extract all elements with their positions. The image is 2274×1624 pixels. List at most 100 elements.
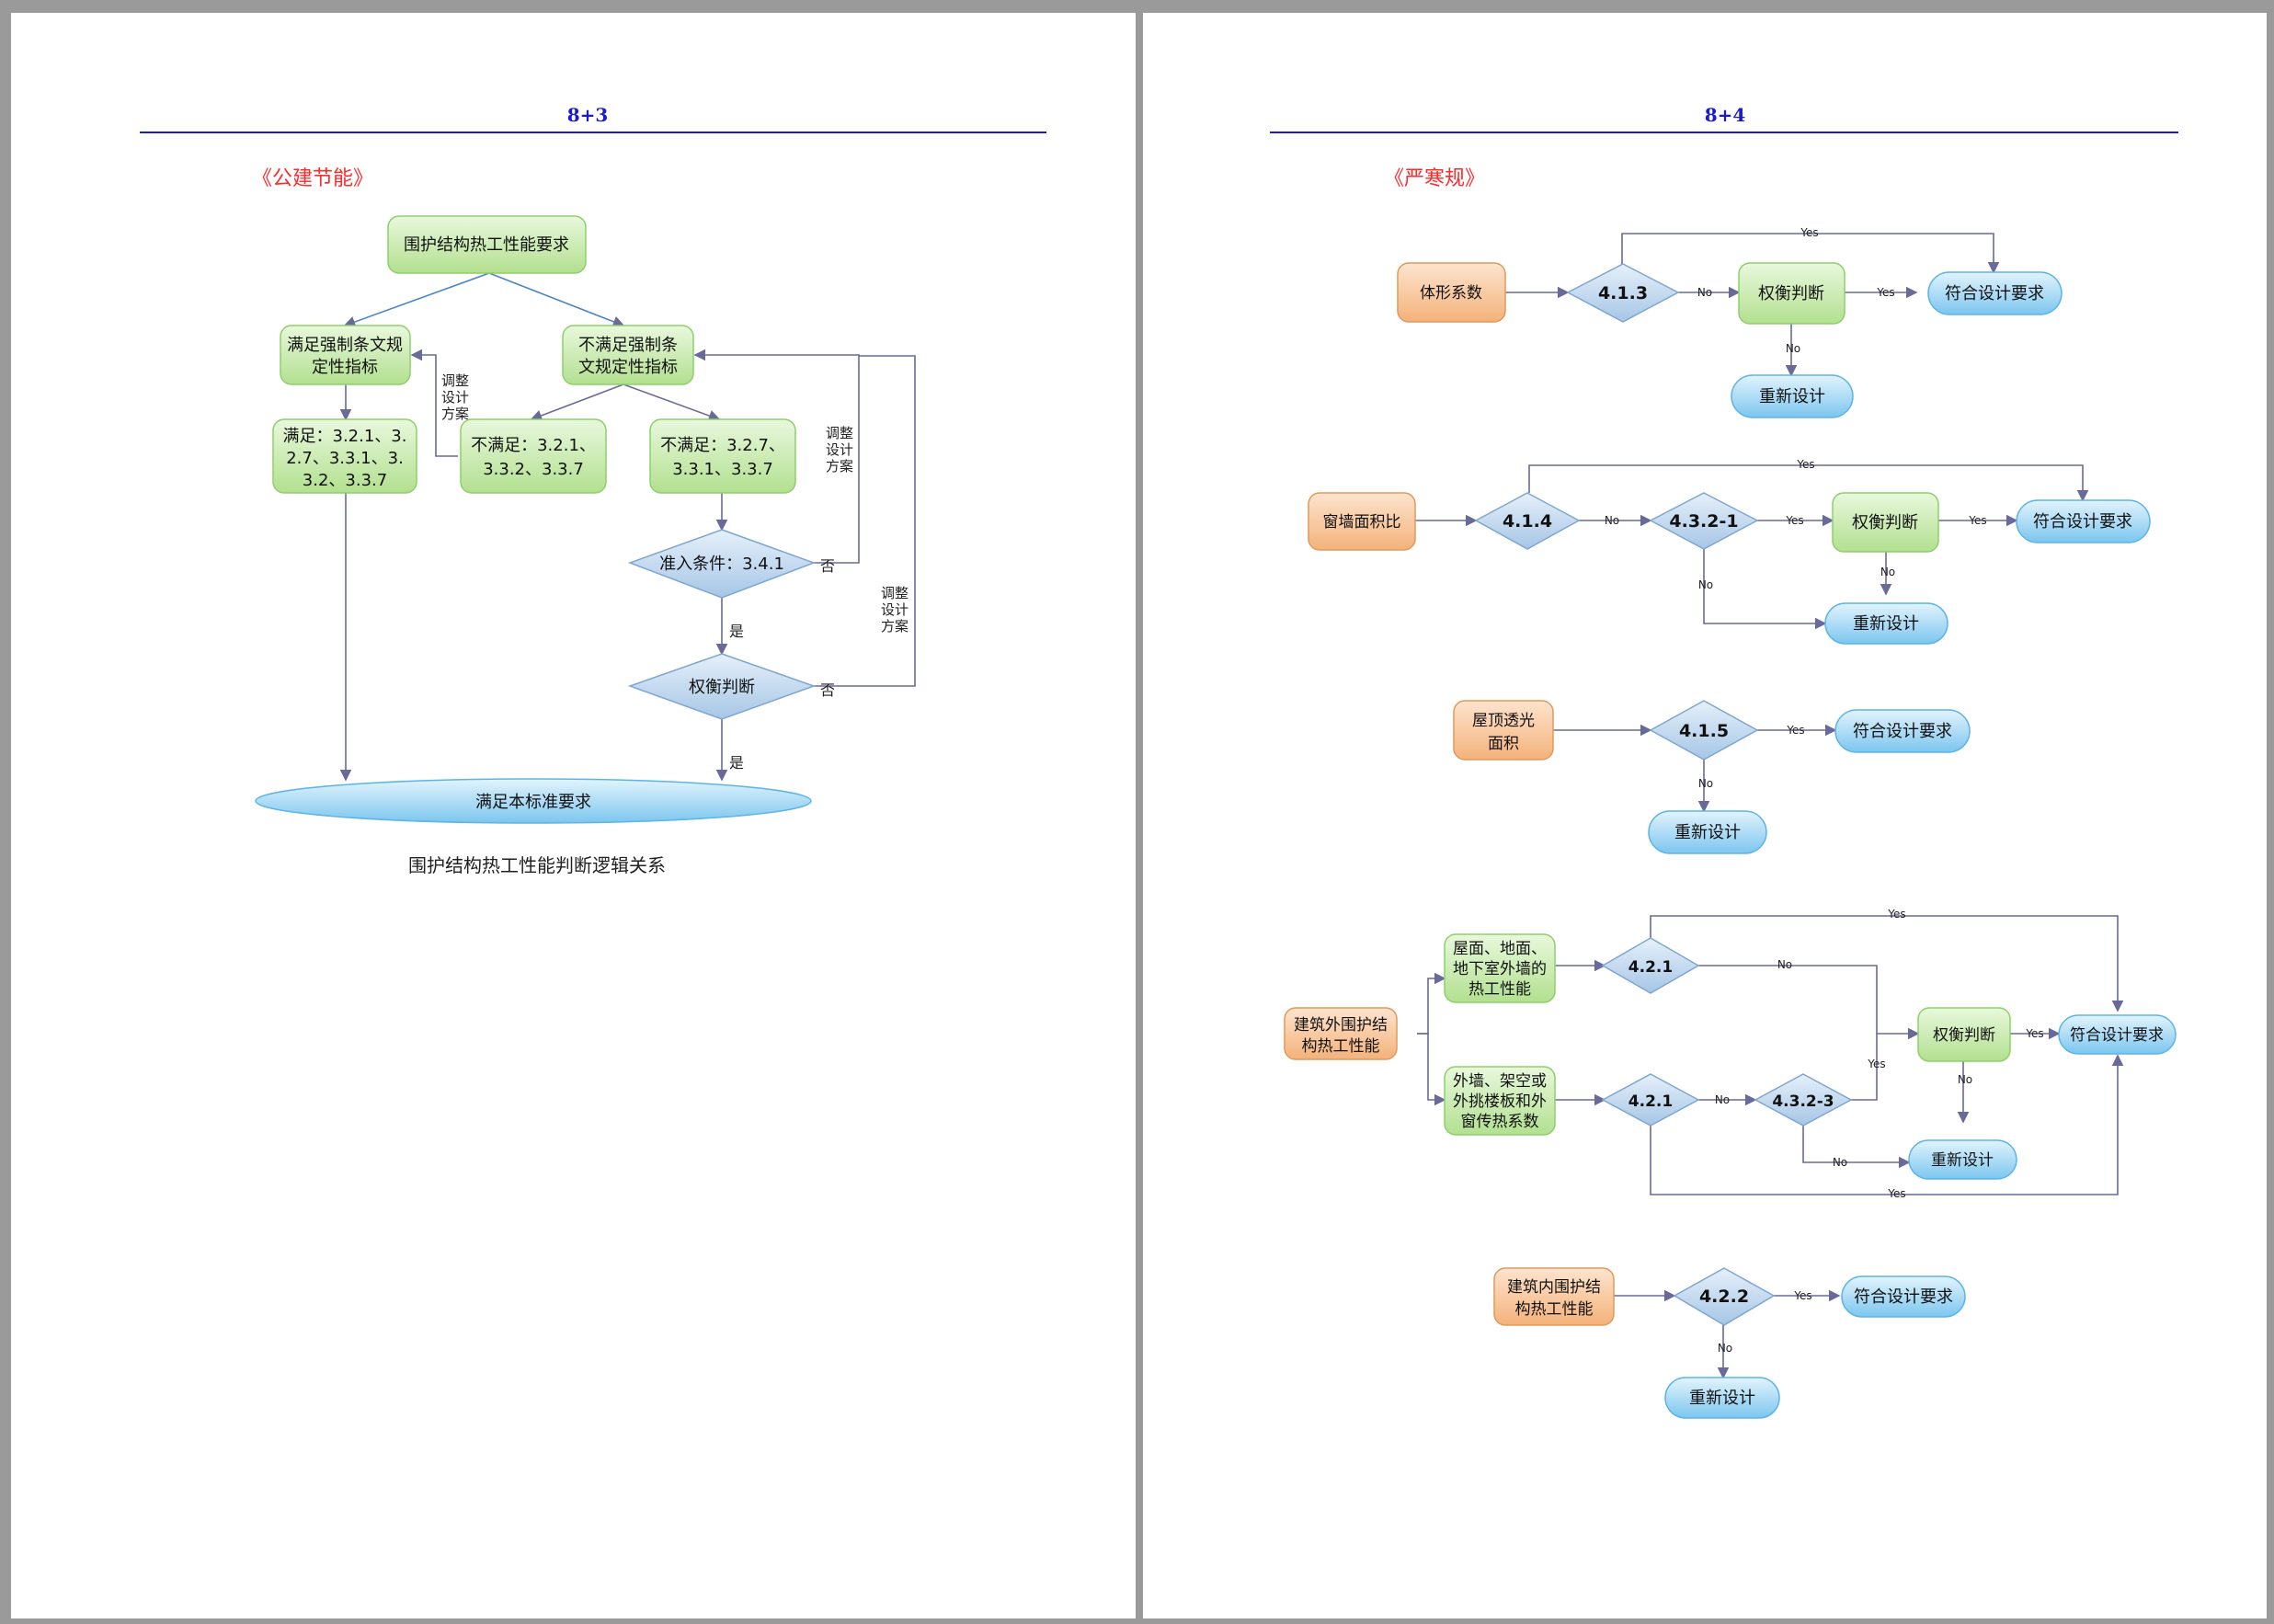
svg-text:4.3.2-1: 4.3.2-1 — [1669, 511, 1738, 532]
svg-text:满足强制条文规: 满足强制条文规 — [287, 336, 403, 355]
yes-label: Yes — [1867, 1058, 1885, 1070]
start-node — [1453, 700, 1554, 761]
category-node — [1444, 1066, 1556, 1136]
svg-text:满足本标准要求: 满足本标准要求 — [475, 793, 591, 812]
node-satisfy: 满足：3.2.1、3. 2.7、3.3.1、3. 3.2、3.3.7 — [272, 418, 417, 494]
yes-label: Yes — [1800, 226, 1818, 239]
no-label-tradeoff: 否 — [820, 681, 835, 699]
flow-3: Yes No 屋顶透光 面积 4.1.5 符合设计要求 重新设计 — [1453, 700, 1971, 854]
start-node — [1493, 1267, 1615, 1326]
svg-text:权衡判断: 权衡判断 — [689, 678, 755, 697]
adjust-label-2: 调整 设计 方案 — [826, 425, 853, 475]
yes-label: Yes — [1796, 458, 1814, 471]
decision-node — [1754, 1073, 1853, 1127]
svg-text:符合设计要求: 符合设计要求 — [2033, 512, 2132, 532]
svg-text:建筑内围护结: 建筑内围护结 — [1507, 1278, 1601, 1297]
category-node — [1444, 933, 1556, 1003]
svg-text:外挑楼板和外: 外挑楼板和外 — [1453, 1092, 1547, 1111]
page-number: 8+3 — [567, 104, 609, 126]
svg-text:符合设计要求: 符合设计要求 — [1945, 284, 2044, 303]
yes-label: Yes — [1786, 724, 1804, 737]
svg-text:方案: 方案 — [826, 458, 853, 475]
figure-caption: 围护结构热工性能判断逻辑关系 — [408, 854, 666, 876]
svg-text:重新设计: 重新设计 — [1931, 1151, 1994, 1170]
svg-text:设计: 设计 — [441, 389, 469, 406]
svg-text:符合设计要求: 符合设计要求 — [1853, 722, 1952, 741]
right-page-canvas: 8+4 《严寒规》 Yes No Yes No 体形系数 4.1.3 权衡判断 … — [1270, 104, 2178, 1419]
yes-label: Yes — [1968, 514, 1986, 527]
no-label: No — [1605, 514, 1619, 527]
decision-access: 准入条件：3.4.1 — [627, 529, 817, 599]
svg-text:4.1.3: 4.1.3 — [1598, 283, 1648, 303]
svg-text:窗墙面积比: 窗墙面积比 — [1323, 513, 1401, 532]
svg-text:4.1.5: 4.1.5 — [1679, 721, 1729, 741]
yes-label-tradeoff: 是 — [729, 754, 744, 772]
svg-text:调整: 调整 — [441, 372, 469, 389]
svg-text:围护结构热工性能要求: 围护结构热工性能要求 — [404, 235, 569, 255]
page-number: 8+4 — [1705, 104, 1746, 126]
svg-text:权衡判断: 权衡判断 — [1933, 1026, 1995, 1045]
svg-text:调整: 调整 — [881, 585, 908, 601]
svg-text:4.1.4: 4.1.4 — [1503, 511, 1552, 532]
decision-node — [1601, 1073, 1700, 1127]
redesign-node — [1664, 1377, 1780, 1419]
section-title: 《公建节能》 — [252, 167, 373, 190]
flow-1: Yes No Yes No 体形系数 4.1.3 权衡判断 符合设计要求 重新设… — [1397, 226, 2063, 418]
flow-5: Yes No 建筑内围护结 构热工性能 4.2.2 符合设计要求 重新设计 — [1493, 1267, 1966, 1419]
svg-text:3.3.1、3.3.7: 3.3.1、3.3.7 — [672, 460, 773, 479]
svg-text:满足：3.2.1、3.: 满足：3.2.1、3. — [283, 427, 407, 446]
svg-text:体形系数: 体形系数 — [1420, 284, 1482, 303]
svg-text:不满足强制条: 不满足强制条 — [578, 336, 678, 355]
node-not-meet: 不满足强制条 文规定性指标 — [562, 325, 694, 385]
yes-label: Yes — [1785, 514, 1803, 527]
yes-label: Yes — [1887, 908, 1905, 921]
flow-4: Yes No No Yes Yes No No Yes 建筑外围护结 构热工性能… — [1284, 908, 2177, 1200]
svg-text:建筑外围护结: 建筑外围护结 — [1294, 1016, 1388, 1035]
node-not-satisfy-2: 不满足：3.2.7、 3.3.1、3.3.7 — [649, 418, 796, 494]
svg-text:4.2.2: 4.2.2 — [1699, 1287, 1749, 1307]
no-label: No — [1718, 1342, 1732, 1355]
svg-text:4.2.1: 4.2.1 — [1628, 958, 1673, 977]
svg-text:屋面、地面、: 屋面、地面、 — [1453, 940, 1547, 958]
adjust-label-3: 调整 设计 方案 — [881, 585, 908, 635]
svg-text:调整: 调整 — [826, 425, 853, 441]
svg-text:构热工性能: 构热工性能 — [1302, 1037, 1380, 1056]
svg-text:热工性能: 热工性能 — [1468, 980, 1531, 999]
svg-text:不满足：3.2.1、: 不满足：3.2.1、 — [471, 436, 596, 455]
no-label: No — [1698, 578, 1713, 591]
svg-text:重新设计: 重新设计 — [1689, 1389, 1755, 1408]
svg-text:地下室外墙的: 地下室外墙的 — [1453, 960, 1547, 978]
pass-node — [1834, 709, 1971, 753]
svg-text:重新设计: 重新设计 — [1853, 614, 1919, 634]
redesign-node — [1648, 810, 1767, 854]
start-node — [1308, 492, 1416, 551]
svg-text:定性指标: 定性指标 — [312, 358, 378, 377]
decision-tradeoff: 权衡判断 — [627, 653, 817, 720]
yes-label: Yes — [1887, 1187, 1905, 1200]
svg-text:权衡判断: 权衡判断 — [1758, 284, 1824, 303]
yes-label: Yes — [2025, 1027, 2043, 1040]
svg-text:3.2、3.3.7: 3.2、3.3.7 — [303, 471, 387, 490]
adjust-label-1: 调整 设计 方案 — [441, 372, 469, 422]
svg-text:4.2.1: 4.2.1 — [1628, 1092, 1673, 1111]
svg-text:符合设计要求: 符合设计要求 — [1854, 1287, 1953, 1307]
svg-text:重新设计: 重新设计 — [1674, 823, 1741, 842]
tradeoff-node — [1917, 1007, 2011, 1062]
svg-text:屋顶透光: 屋顶透光 — [1472, 712, 1535, 730]
decision-node — [1566, 263, 1680, 323]
no-label: No — [1880, 566, 1895, 578]
svg-text:文规定性指标: 文规定性指标 — [578, 358, 678, 377]
decision-node — [1673, 1267, 1776, 1326]
no-label: No — [1715, 1093, 1730, 1106]
flow-edges — [339, 272, 916, 782]
flow-2: Yes No Yes Yes No No 窗墙面积比 4.1.4 4.3.2-1… — [1308, 458, 2151, 645]
no-label: No — [1697, 286, 1712, 299]
svg-text:设计: 设计 — [826, 441, 853, 458]
redesign-node — [1908, 1139, 2017, 1180]
node-final: 满足本标准要求 — [255, 778, 812, 824]
no-label: No — [1698, 777, 1713, 790]
pass-node — [2016, 499, 2151, 543]
node-top: 围护结构热工性能要求 — [387, 215, 587, 274]
svg-text:窗传热系数: 窗传热系数 — [1461, 1113, 1539, 1131]
decision-node — [1649, 492, 1759, 550]
